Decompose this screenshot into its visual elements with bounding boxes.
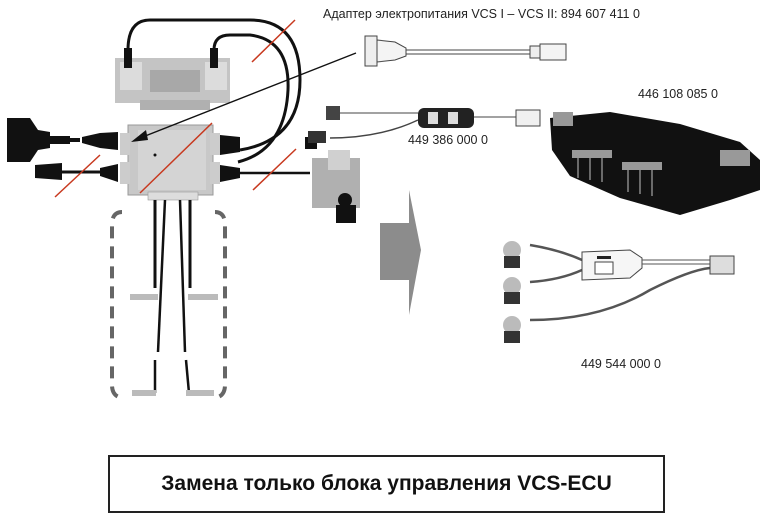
adapter-cable-2-icon bbox=[308, 106, 541, 143]
old-system bbox=[7, 18, 360, 400]
adapter-cable-3-icon bbox=[503, 241, 735, 343]
left-big-connector-icon bbox=[7, 118, 118, 162]
caption-box: Замена только блока управления VCS-ECU bbox=[108, 455, 665, 513]
old-ecu-icon bbox=[120, 124, 220, 201]
power-adapter-cable-icon bbox=[364, 35, 567, 67]
wheel-sensors-icon bbox=[110, 199, 227, 400]
top-modulator-icon bbox=[115, 48, 230, 110]
strike-marks bbox=[54, 19, 297, 198]
power-adapter-label: Адаптер электропитания VCS I – VCS II: 8… bbox=[323, 7, 640, 21]
adapter-cable-2-part-number: 449 386 000 0 bbox=[408, 133, 488, 147]
replacement-arrow-icon bbox=[380, 190, 421, 315]
left-small-connector-icon bbox=[35, 163, 118, 182]
valve-icon bbox=[305, 137, 360, 223]
ecu-part-number: 446 108 085 0 bbox=[638, 87, 718, 101]
adapter-cable-3-part-number: 449 544 000 0 bbox=[581, 357, 661, 371]
caption-text: Замена только блока управления VCS-ECU bbox=[161, 472, 612, 495]
new-ecu-icon bbox=[550, 112, 760, 215]
pointer-line bbox=[134, 52, 357, 141]
